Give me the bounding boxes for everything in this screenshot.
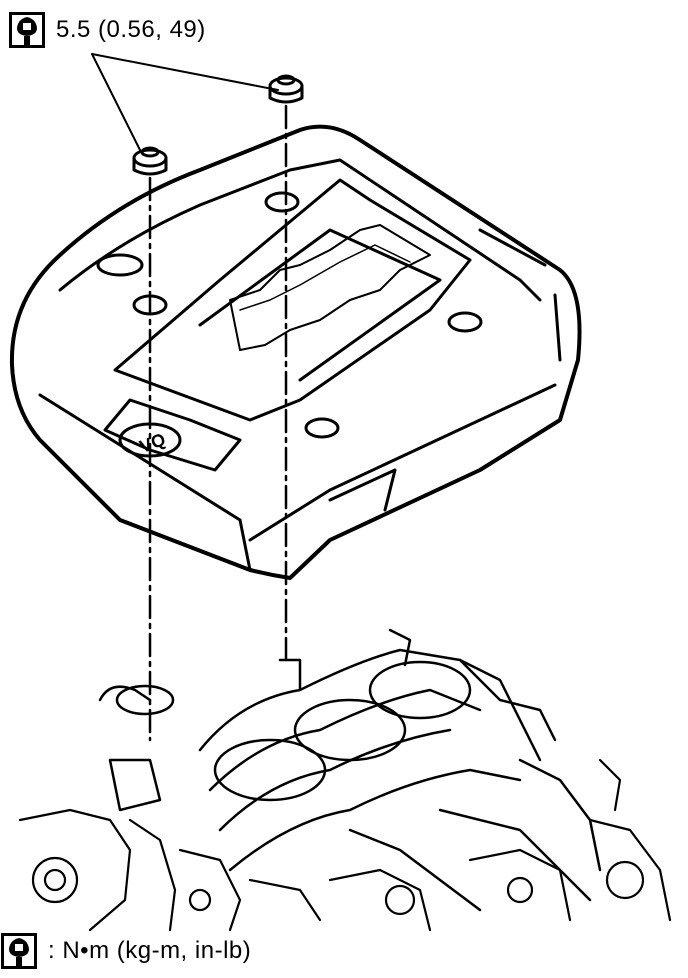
bolt-left [132, 146, 168, 176]
torque-value-label: 5.5 (0.56, 49) [56, 16, 206, 43]
intake-manifold [98, 628, 602, 912]
engine-front-detail [18, 758, 672, 932]
callout-leader-lines [91, 53, 279, 151]
torque-units-label: : N•m (kg-m, in-lb) [48, 937, 252, 964]
torque-wrench-icon [1, 933, 37, 969]
torque-wrench-icon [9, 12, 45, 48]
torque-callout: 5.5 (0.56, 49) [8, 10, 206, 50]
bolt-right [268, 74, 304, 104]
engine-cover [9, 124, 582, 580]
bolt-alignment-lines [148, 104, 288, 742]
torque-units-legend: : N•m (kg-m, in-lb) [0, 931, 251, 971]
